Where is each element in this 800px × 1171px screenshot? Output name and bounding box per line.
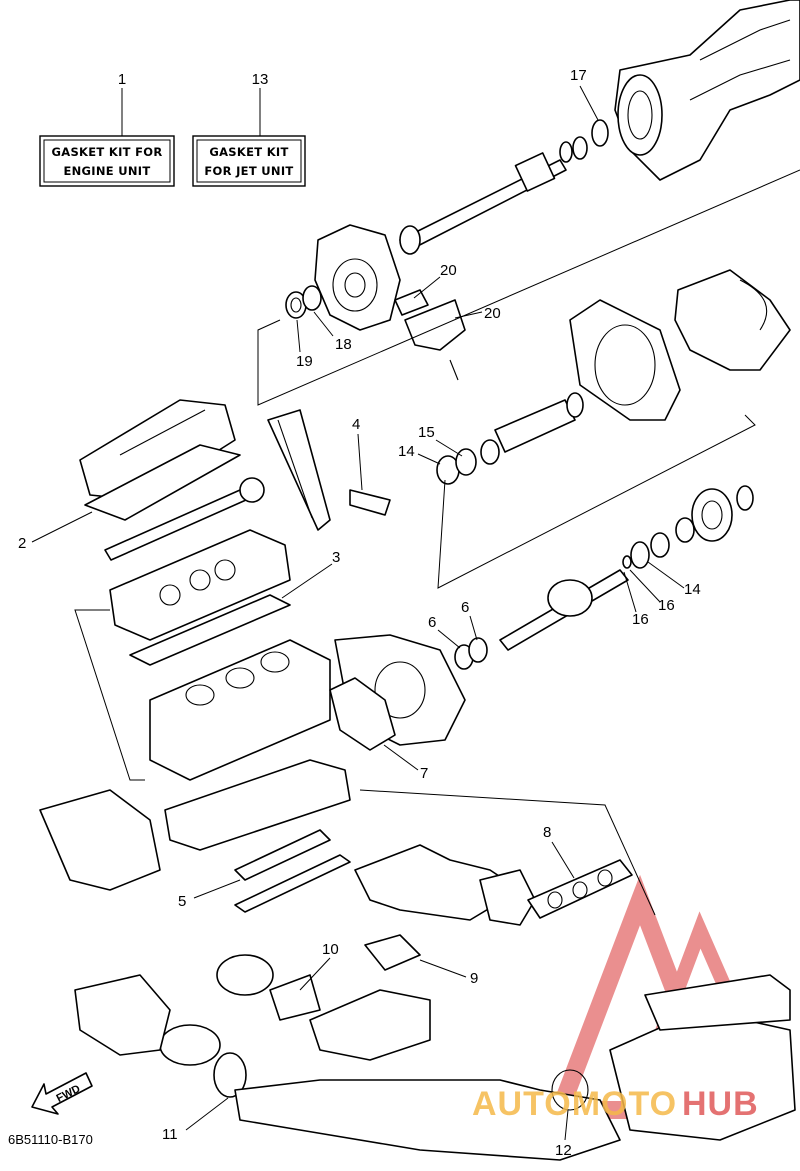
oil-pan-gasket-5: [234, 829, 351, 913]
fwd-arrow-icon: FWD: [31, 1072, 93, 1115]
cover-gasket-2: [84, 444, 241, 521]
fwd-label: FWD: [55, 1083, 83, 1105]
exhaust-manifold: [354, 844, 536, 926]
side-cover: [39, 789, 161, 891]
drive-shaft-upper: [399, 136, 588, 255]
callout-16-a: 16: [658, 597, 675, 614]
bracket-lines-lower-jet: [437, 414, 756, 589]
callout-layer: 1 13 17 20 20 18 19 4 15 14 2 3 14 16 16…: [18, 67, 701, 1159]
timing-chain: [267, 409, 331, 531]
callout-3: 3: [332, 549, 340, 566]
kit-13-line1: GASKET KIT: [209, 145, 288, 159]
seals-6: [454, 637, 488, 670]
cylinder-head: [109, 529, 291, 641]
callout-4: 4: [352, 416, 360, 433]
exhaust-gasket-9: [364, 934, 421, 971]
clamps: [159, 954, 274, 1098]
bearing-housing: [650, 485, 754, 558]
callout-9: 9: [470, 970, 478, 987]
exhaust-pipe-2: [309, 989, 431, 1061]
muffler-hose: [74, 974, 171, 1056]
callout-7: 7: [420, 765, 428, 782]
bracket-lines-jet: [257, 169, 800, 406]
watermark-text: AUTOMOTO HUB: [472, 1085, 759, 1123]
callout-14-a: 14: [398, 443, 415, 460]
kit-13-line2: FOR JET UNIT: [204, 164, 293, 178]
o-ring-17: [591, 119, 609, 147]
exhaust-pipe-3: [234, 1069, 621, 1161]
kit-box-engine: GASKET KIT FOR ENGINE UNIT: [39, 88, 175, 187]
callout-16-b: 16: [632, 611, 649, 628]
callout-19: 19: [296, 353, 313, 370]
callout-14-b: 14: [684, 581, 701, 598]
gasket-20-a: [394, 289, 429, 316]
sleeve-spacer: [494, 392, 584, 453]
crankcase: [164, 759, 351, 851]
gasket-20-b: [404, 299, 466, 381]
bracket-lines-engine: [74, 609, 145, 781]
watermark-part2: HUB: [682, 1085, 759, 1123]
camshafts: [104, 477, 265, 561]
callout-20-a: 20: [440, 262, 457, 279]
watermark-part1: AUTOMOTO: [472, 1085, 677, 1123]
bracket-lines-exhaust: [359, 789, 656, 916]
cylinder-block: [149, 639, 331, 781]
seals-18-19: [285, 285, 322, 319]
callout-6-a: 6: [428, 614, 436, 631]
intake-plate: [569, 299, 681, 421]
callout-12: 12: [555, 1142, 572, 1159]
callout-15: 15: [418, 424, 435, 441]
drive-shaft-lower: [499, 541, 650, 651]
impeller-duct: [674, 269, 791, 371]
seals-14-15: [436, 439, 500, 485]
head-gasket-3: [129, 594, 291, 666]
tensioner-4: [349, 489, 391, 516]
callout-8: 8: [543, 824, 551, 841]
callout-17: 17: [570, 67, 587, 84]
callout-20-b: 20: [484, 305, 501, 322]
callout-2: 2: [18, 535, 26, 552]
water-box: [609, 974, 796, 1141]
jet-nozzle-housing: [614, 0, 800, 181]
callout-1: 1: [118, 71, 126, 88]
callout-13: 13: [252, 71, 269, 88]
cylinder-head-cover: [79, 399, 236, 501]
callout-6-b: 6: [461, 599, 469, 616]
gasket-10: [269, 974, 321, 1021]
callout-11: 11: [162, 1126, 178, 1143]
kit-box-jet: GASKET KIT FOR JET UNIT: [192, 88, 306, 187]
diagram-code: 6B51110-B170: [8, 1132, 93, 1147]
exhaust-gaskets-8: [527, 859, 633, 919]
pump-housing: [314, 224, 401, 331]
kit-1-line2: ENGINE UNIT: [63, 164, 150, 178]
kit-1-line1: GASKET KIT FOR: [52, 145, 163, 159]
callout-10: 10: [322, 941, 339, 958]
callout-5: 5: [178, 893, 186, 910]
cover-gasket-7: [329, 677, 396, 751]
callout-18: 18: [335, 336, 352, 353]
